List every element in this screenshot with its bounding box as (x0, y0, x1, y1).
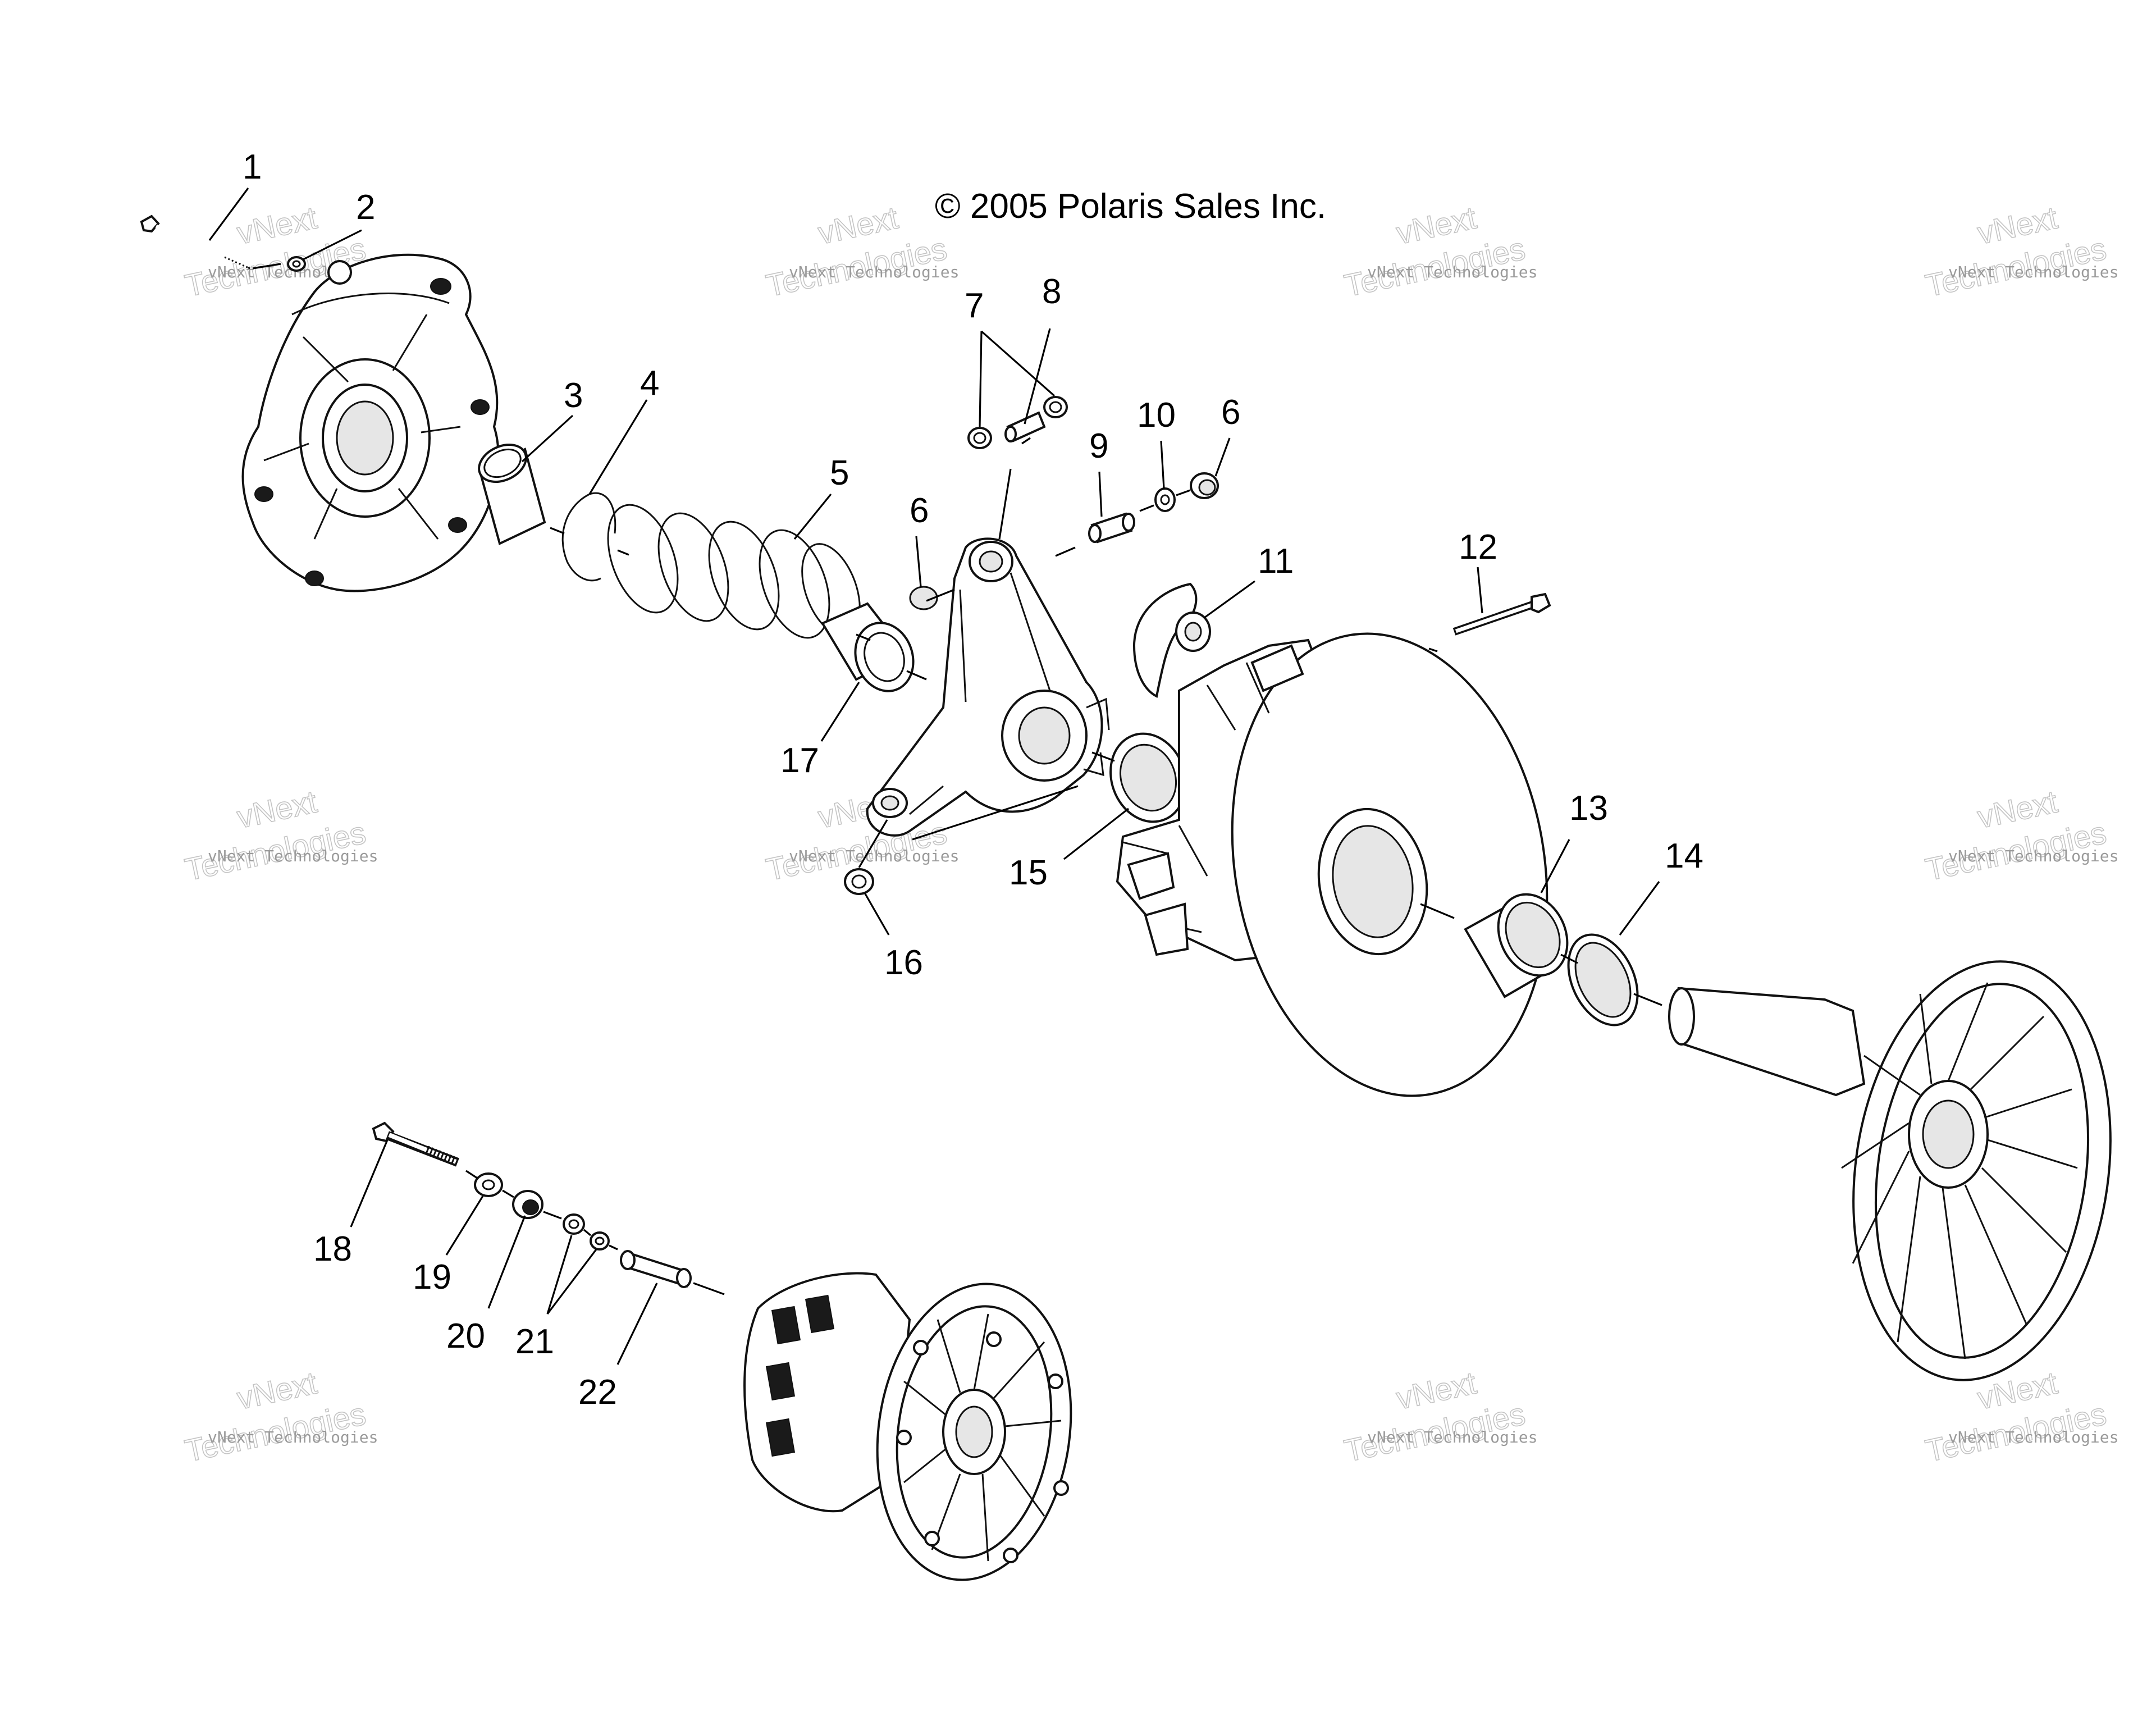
callout-21: 21 (515, 1322, 554, 1361)
watermark: vNext Technologies vNext Technologies (181, 783, 378, 888)
callout-8: 8 (1042, 272, 1061, 311)
callout-labels: 1 2 3 4 5 6 6 7 8 9 10 11 12 13 14 15 16… (243, 148, 1703, 1412)
watermark: vNext Technologies vNext Technologies (1922, 783, 2118, 888)
callout-3: 3 (564, 376, 583, 415)
part-8-pin (1004, 411, 1046, 442)
part-14-ring (1567, 933, 1639, 1026)
callout-6-right: 6 (1221, 393, 1240, 432)
part-6-roller-right (1190, 472, 1219, 499)
part-11-weight (1132, 582, 1211, 698)
part-fixed-sheave-shaft (1668, 960, 2112, 1381)
part-13-bushing (1464, 893, 1569, 998)
svg-text:vNext Technologies: vNext Technologies (789, 263, 959, 281)
svg-text:vNext Technologies: vNext Technologies (1367, 263, 1537, 281)
callout-19: 19 (413, 1258, 451, 1297)
part-4-snap-ring (561, 492, 616, 582)
svg-text:vNext Technologies: vNext Technologies (208, 847, 378, 865)
callout-16: 16 (884, 943, 923, 982)
callout-13: 13 (1569, 789, 1608, 828)
watermark: vNext Technologies vNext Technologies (181, 1365, 378, 1469)
part-21-washers (563, 1213, 610, 1251)
part-22-spacer (620, 1250, 692, 1288)
watermark: vNext Technologies vNext Technologies (1341, 1365, 1537, 1469)
callout-2: 2 (356, 188, 375, 227)
watermark: vNext Technologies vNext Technologies (1341, 199, 1537, 304)
part-5-spring (607, 504, 861, 639)
part-cover-housing (241, 253, 500, 592)
part-16-nut (844, 868, 874, 895)
callout-18: 18 (313, 1230, 352, 1268)
svg-text:vNext Technologies: vNext Technologies (1948, 1428, 2118, 1446)
watermark: vNext Technologies vNext Technologies (762, 199, 959, 304)
callout-15: 15 (1009, 854, 1048, 892)
part-9-pin (1088, 512, 1135, 544)
callout-7: 7 (965, 286, 984, 325)
part-3-bushing (478, 444, 546, 545)
callout-1: 1 (243, 148, 262, 186)
part-17-bushing (821, 602, 915, 692)
part-18-bolt (372, 1121, 459, 1167)
part-1-bolt (140, 215, 250, 270)
svg-text:vNext Technologies: vNext Technologies (208, 1428, 378, 1446)
callout-6-left: 6 (910, 491, 929, 530)
svg-text:vNext Technologies: vNext Technologies (789, 847, 959, 865)
part-2-washer (287, 256, 306, 272)
svg-text:vNext Technologies: vNext Technologies (1367, 1428, 1537, 1446)
part-15-bushing (1109, 732, 1187, 823)
callout-12: 12 (1459, 528, 1497, 567)
callout-14: 14 (1665, 837, 1703, 875)
callout-4: 4 (640, 364, 659, 403)
part-12-pin-bolt (1452, 592, 1551, 636)
watermark: vNext Technologies vNext Technologies (1922, 199, 2118, 304)
part-moveable-sheave (1116, 632, 1549, 1097)
copyright-notice: © 2005 Polaris Sales Inc. (935, 187, 1326, 226)
part-20-nut (512, 1190, 543, 1219)
callout-20: 20 (446, 1317, 485, 1356)
callout-11: 11 (1258, 542, 1294, 581)
callout-10: 10 (1137, 396, 1176, 435)
part-10-washer (1154, 487, 1176, 512)
svg-text:vNext Technologies: vNext Technologies (1948, 847, 2118, 865)
leader-lines (208, 188, 1660, 1365)
callout-22: 22 (578, 1373, 617, 1412)
part-6-roller-left (909, 586, 938, 610)
callout-5: 5 (830, 454, 849, 492)
svg-text:vNext Technologies: vNext Technologies (1948, 263, 2118, 281)
callout-9: 9 (1089, 427, 1108, 466)
callout-17: 17 (780, 741, 819, 780)
part-7-washers (967, 396, 1068, 449)
part-spider-arm (866, 537, 1110, 837)
part-19-washer (474, 1172, 503, 1197)
part-clutch-assembly (743, 1272, 1072, 1581)
axis-lines (252, 263, 1662, 1295)
